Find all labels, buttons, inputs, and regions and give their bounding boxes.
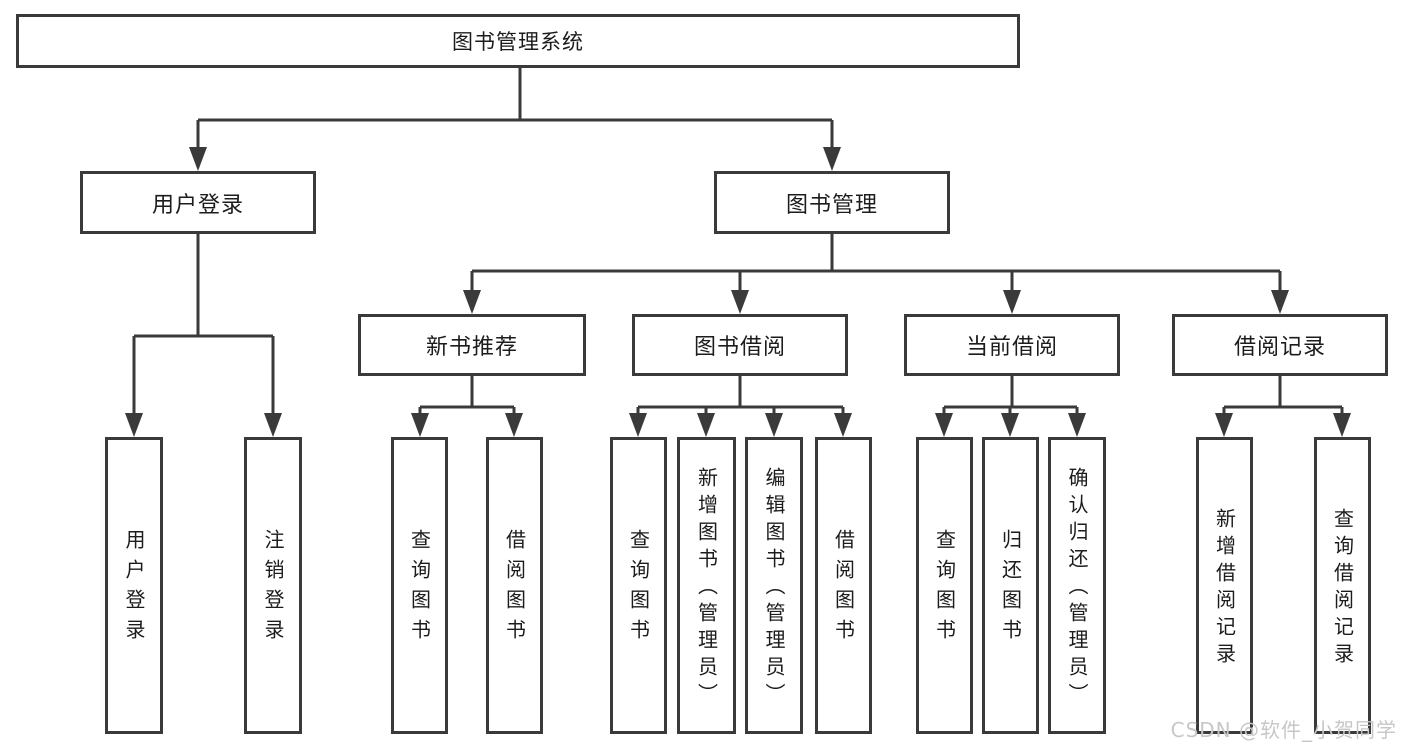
watermark: CSDN @软件_小贺同学 (1170, 718, 1397, 742)
leaf-current-return-books: 归还图书 (982, 437, 1039, 734)
connector-root-to-level2 (189, 68, 841, 171)
node-current-borrowing: 当前借阅 (904, 314, 1120, 376)
connector-user-login-to-leaves (125, 234, 282, 437)
leaf-borrowing-add-books-admin: 新增图书（管理员） (677, 437, 736, 734)
connector-borrowing-records-to-leaves (1215, 376, 1351, 437)
connector-book-management-to-level3 (463, 234, 1289, 314)
connector-book-borrowing-to-leaves (629, 376, 852, 437)
node-borrowing-records: 借阅记录 (1172, 314, 1388, 376)
node-user-login: 用户登录 (80, 171, 316, 234)
leaf-records-query-borrow-record: 查询借阅记录 (1314, 437, 1371, 734)
leaf-current-query-books: 查询图书 (916, 437, 973, 734)
leaf-current-confirm-return-admin: 确认归还（管理员） (1048, 437, 1106, 734)
leaf-borrowing-borrow-books: 借阅图书 (815, 437, 872, 734)
connector-new-book-to-leaves (411, 376, 523, 437)
leaf-records-add-borrow-record: 新增借阅记录 (1196, 437, 1253, 734)
node-book-management: 图书管理 (714, 171, 950, 234)
leaf-newbook-borrow-books: 借阅图书 (486, 437, 543, 734)
leaf-newbook-query-books: 查询图书 (391, 437, 448, 734)
leaf-borrowing-edit-books-admin: 编辑图书（管理员） (745, 437, 803, 734)
connector-current-borrowing-to-leaves (935, 376, 1086, 437)
node-book-borrowing: 图书借阅 (632, 314, 848, 376)
leaf-user-login: 用户登录 (105, 437, 163, 734)
node-new-book-recommendation: 新书推荐 (358, 314, 586, 376)
leaf-logout: 注销登录 (244, 437, 302, 734)
node-library-management-system: 图书管理系统 (16, 14, 1020, 68)
leaf-borrowing-query-books: 查询图书 (610, 437, 667, 734)
